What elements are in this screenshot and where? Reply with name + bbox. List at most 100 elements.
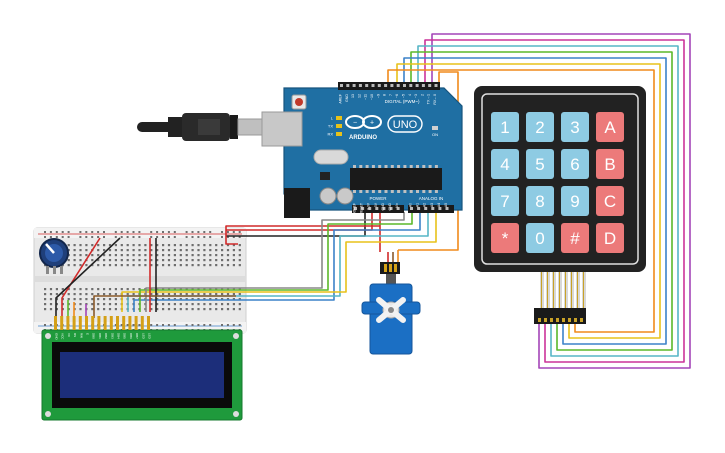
keypad-key[interactable]: 4: [491, 149, 519, 179]
keypad-key-label: 4: [500, 155, 509, 174]
keypad-key-label: 7: [500, 192, 509, 211]
svg-text:−: −: [353, 120, 357, 127]
lcd-pin-label: RS: [73, 333, 77, 337]
wire-lcd-brown[interactable]: [93, 295, 236, 318]
regulator-chip: [320, 172, 330, 180]
wire-keypad-1[interactable]: [431, 33, 691, 369]
capacitor-2: [336, 187, 354, 205]
keypad-key-label: 0: [535, 229, 544, 248]
lcd-pin-label: RW: [79, 333, 83, 338]
digital-pin-label: ~3: [414, 94, 418, 98]
wire-bb-black-1[interactable]: [55, 237, 121, 318]
bottom-pin-label: RESET: [360, 203, 364, 214]
usb-port[interactable]: [261, 111, 303, 147]
digital-pin-label: 13: [351, 94, 355, 98]
digital-pin-label: GND: [345, 94, 349, 102]
digital-pin-label: 12: [357, 94, 361, 98]
power-jack[interactable]: [284, 188, 310, 218]
keypad-key[interactable]: 7: [491, 186, 519, 216]
lcd-pin-label: DB5: [123, 333, 127, 339]
digital-pin-label: AREF: [339, 93, 343, 103]
potentiometer[interactable]: [39, 238, 69, 274]
keypad-key[interactable]: 0: [526, 223, 554, 253]
keypad-key-label: #: [570, 229, 580, 248]
lcd-pin-label: DB2: [104, 333, 108, 339]
uno-model-text: UNO: [393, 119, 418, 131]
wires: [55, 33, 691, 369]
keypad-key-label: 1: [500, 118, 509, 137]
wire-keypad-2[interactable]: [424, 39, 685, 363]
keypad-ribbon-cable: [540, 272, 586, 308]
bottom-pin-label: A0: [409, 203, 413, 207]
digital-pin-label: ~6: [395, 94, 399, 98]
wire-keypad-6[interactable]: [396, 63, 661, 339]
keypad-key[interactable]: 9: [561, 186, 589, 216]
keypad-key[interactable]: #: [561, 223, 589, 253]
usb-cable[interactable]: [137, 113, 265, 141]
lcd-pin-label: DB6: [129, 333, 133, 339]
lcd-pin-label: GND: [55, 333, 59, 341]
microcontroller-legs: [353, 165, 438, 193]
keypad-key[interactable]: 8: [526, 186, 554, 216]
wire-keypad-5[interactable]: [403, 57, 667, 345]
keypad-key[interactable]: C: [596, 186, 624, 216]
digital-pin-label: 4: [408, 94, 412, 96]
bottom-pin-label: A2: [423, 203, 427, 207]
keypad-key-label: D: [604, 229, 616, 248]
keypad-key[interactable]: B: [596, 149, 624, 179]
lcd-pins: [54, 316, 150, 330]
keypad-key[interactable]: *: [491, 223, 519, 253]
digital-pin-label: ~10: [370, 94, 374, 100]
bottom-pin-label: 5V: [374, 202, 378, 207]
keypad-key[interactable]: 3: [561, 112, 589, 142]
wire-lcd-e[interactable]: [127, 212, 429, 312]
keypad-key-label: 6: [570, 155, 579, 174]
keypad-key[interactable]: 1: [491, 112, 519, 142]
keypad-key[interactable]: D: [596, 223, 624, 253]
keypad-key-label: C: [604, 192, 616, 211]
wire-keypad-7[interactable]: [387, 69, 655, 333]
keypad-connector[interactable]: [534, 308, 586, 324]
breadboard[interactable]: [33, 227, 247, 334]
digital-header[interactable]: [338, 82, 440, 90]
digital-pin-label: TX→1: [427, 94, 431, 104]
keypad-key[interactable]: 2: [526, 112, 554, 142]
wire-red-to-servo[interactable]: [225, 212, 381, 252]
lcd-pin-label: DB7: [135, 333, 139, 339]
digital-header-label: DIGITAL (PWM~): [385, 99, 420, 104]
wire-bb-red-1[interactable]: [61, 237, 101, 318]
analog-header[interactable]: [408, 205, 454, 213]
keypad-key[interactable]: 6: [561, 149, 589, 179]
lcd-pin-label: DB0: [92, 333, 96, 339]
keypad-key[interactable]: 5: [526, 149, 554, 179]
digital-pin-label: 7: [389, 94, 393, 96]
keypad-key-label: 8: [535, 192, 544, 211]
led-label: L: [331, 116, 334, 121]
bottom-pin-label: A3: [430, 203, 434, 207]
arduino-logo-icon: − +: [345, 115, 382, 129]
on-label: ON: [432, 132, 438, 137]
bottom-pin-label: Vin: [395, 203, 399, 208]
wire-lcd-d6[interactable]: [145, 212, 405, 312]
lcd-pin-label: V0: [67, 333, 71, 337]
keypad-key[interactable]: A: [596, 112, 624, 142]
on-led: [432, 126, 438, 130]
digital-pin-label: ~9: [376, 94, 380, 98]
bottom-pin-label: A4: [437, 203, 441, 207]
bottom-pin-label: IOREF: [353, 203, 357, 213]
analog-label: ANALOG IN: [419, 196, 444, 201]
led-label: RX: [327, 132, 333, 137]
wire-orange-servo[interactable]: [398, 71, 459, 251]
wire-lcd-d5[interactable]: [139, 212, 413, 312]
wire-keypad-3[interactable]: [417, 45, 679, 357]
arduino-logo-text: ARDUINO: [349, 135, 377, 141]
wire-lcd-rs[interactable]: [133, 212, 421, 312]
servo-motor[interactable]: [361, 262, 421, 355]
microcontroller-chip: [350, 168, 442, 190]
keypad-key-label: 3: [570, 118, 579, 137]
